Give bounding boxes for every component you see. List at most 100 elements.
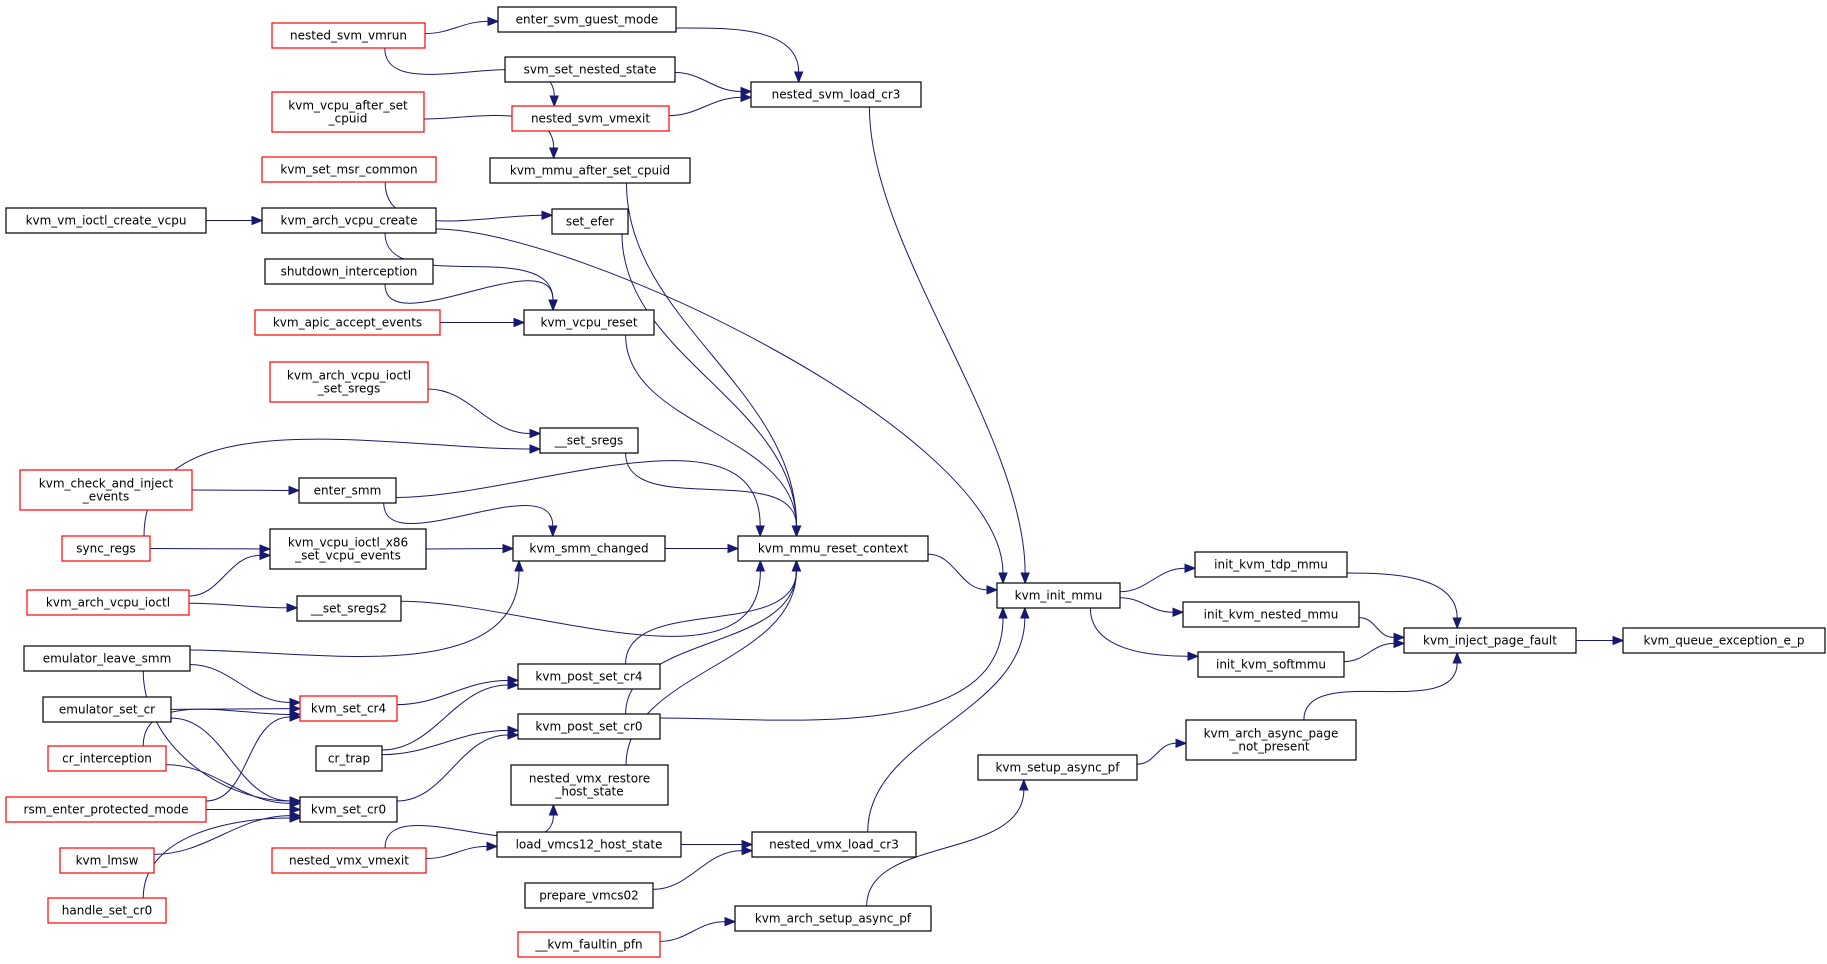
node-label: kvm_post_set_cr4	[535, 670, 642, 684]
node-init_kvm_tdp_mmu[interactable]: init_kvm_tdp_mmu	[1194, 551, 1348, 578]
node-box	[996, 582, 1121, 609]
edge-__kvm_faultin_pfn-to-kvm_arch_setup_async_pf	[659, 916, 737, 942]
node-nested_vmx_restore_host_state[interactable]: nested_vmx_restore_host_state	[510, 764, 669, 806]
node-box	[750, 81, 922, 108]
node-label: kvm_vcpu_after_set	[288, 99, 408, 113]
node-box	[1194, 551, 1348, 578]
node-label: kvm_post_set_cr0	[535, 720, 642, 734]
node-enter_svm_guest_mode[interactable]: enter_svm_guest_mode	[497, 6, 677, 33]
node-nested_vmx_load_cr3[interactable]: nested_vmx_load_cr3	[751, 831, 917, 858]
node-sync_regs[interactable]: sync_regs	[61, 535, 151, 562]
node-box	[1197, 651, 1345, 678]
edge-kvm_inject_page_fault-to-kvm_queue_exception_e_p	[1576, 635, 1625, 646]
node-label: nested_svm_vmrun	[290, 29, 407, 43]
node-kvm_vcpu_after_set_cpuid[interactable]: kvm_vcpu_after_set_cpuid	[271, 91, 425, 133]
edge-kvm_arch_vcpu_ioctl-to-kvm_vcpu_ioctl_x86_set_vcpu_events	[188, 550, 272, 597]
node-set_efer[interactable]: set_efer	[551, 208, 629, 235]
node-label: set_efer	[566, 215, 614, 229]
node-box	[511, 105, 670, 132]
node-box	[551, 208, 629, 235]
node-label: _events	[82, 490, 129, 504]
node-box	[504, 56, 676, 83]
node-kvm_inject_page_fault[interactable]: kvm_inject_page_fault	[1403, 627, 1577, 654]
node-kvm_mmu_reset_context[interactable]: kvm_mmu_reset_context	[737, 535, 929, 562]
node-nested_svm_load_cr3[interactable]: nested_svm_load_cr3	[750, 81, 922, 108]
node-shutdown_interception[interactable]: shutdown_interception	[264, 258, 434, 285]
node-kvm_check_and_inject_events[interactable]: kvm_check_and_inject_events	[19, 469, 193, 511]
node-__kvm_faultin_pfn[interactable]: __kvm_faultin_pfn	[517, 931, 661, 958]
node-svm_set_nested_state[interactable]: svm_set_nested_state	[504, 56, 676, 83]
edge-kvm_set_msr_common-to-set_efer	[384, 181, 554, 222]
node-label: handle_set_cr0	[62, 904, 152, 918]
node-kvm_arch_setup_async_pf[interactable]: kvm_arch_setup_async_pf	[734, 905, 932, 932]
node-kvm_mmu_after_set_cpuid[interactable]: kvm_mmu_after_set_cpuid	[489, 157, 691, 184]
node-kvm_lmsw[interactable]: kvm_lmsw	[59, 847, 155, 874]
node-kvm_set_cr0[interactable]: kvm_set_cr0	[299, 796, 398, 823]
node-init_kvm_softmmu[interactable]: init_kvm_softmmu	[1197, 651, 1345, 678]
node-rsm_enter_protected_mode[interactable]: rsm_enter_protected_mode	[5, 796, 207, 823]
node-nested_svm_vmrun[interactable]: nested_svm_vmrun	[271, 22, 426, 49]
edge-init_kvm_nested_mmu-to-kvm_inject_page_fault	[1358, 617, 1406, 643]
edge-kvm_arch_vcpu_ioctl_set_sregs-to-__set_sregs	[427, 388, 542, 439]
node-init_kvm_nested_mmu[interactable]: init_kvm_nested_mmu	[1182, 601, 1360, 628]
edge-set_efer-to-kvm_mmu_reset_context	[621, 233, 802, 538]
node-label: kvm_apic_accept_events	[273, 316, 422, 330]
node-kvm_arch_async_page_not_present[interactable]: kvm_arch_async_page_not_present	[1185, 719, 1357, 761]
node-prepare_vmcs02[interactable]: prepare_vmcs02	[524, 882, 654, 909]
node-kvm_post_set_cr4[interactable]: kvm_post_set_cr4	[517, 663, 661, 690]
node-label: kvm_arch_setup_async_pf	[755, 912, 912, 926]
edge-kvm_init_mmu-to-init_kvm_nested_mmu	[1119, 597, 1185, 617]
edge-prepare_vmcs02-to-nested_vmx_load_cr3	[652, 845, 754, 890]
edge-kvm_vm_ioctl_create_vcpu-to-kvm_arch_vcpu_create	[206, 215, 264, 226]
node-kvm_set_cr4[interactable]: kvm_set_cr4	[299, 695, 398, 722]
node-label: _host_state	[554, 785, 623, 799]
edge-kvm_mmu_reset_context-to-kvm_init_mmu	[927, 553, 999, 595]
node-label: nested_svm_load_cr3	[772, 88, 901, 102]
node-kvm_vm_ioctl_create_vcpu[interactable]: kvm_vm_ioctl_create_vcpu	[5, 207, 207, 234]
node-label: emulator_set_cr	[59, 703, 155, 717]
node-kvm_arch_vcpu_ioctl_set_sregs[interactable]: kvm_arch_vcpu_ioctl_set_sregs	[269, 361, 429, 403]
node-emulator_set_cr[interactable]: emulator_set_cr	[42, 696, 172, 723]
node-kvm_set_msr_common[interactable]: kvm_set_msr_common	[261, 156, 437, 183]
node-label: nested_svm_vmexit	[531, 112, 650, 126]
edge-nested_vmx_load_cr3-to-kvm_init_mmu	[867, 606, 1030, 833]
edge-init_kvm_softmmu-to-kvm_inject_page_fault	[1343, 638, 1406, 663]
node-cr_trap[interactable]: cr_trap	[315, 745, 383, 772]
node-nested_vmx_vmexit[interactable]: nested_vmx_vmexit	[271, 847, 427, 874]
node-kvm_vcpu_reset[interactable]: kvm_vcpu_reset	[523, 309, 655, 336]
node-kvm_vcpu_ioctl_x86_set_vcpu_events[interactable]: kvm_vcpu_ioctl_x86_set_vcpu_events	[269, 528, 427, 570]
edge-enter_svm_guest_mode-to-nested_svm_load_cr3	[675, 27, 804, 84]
edge-kvm_arch_setup_async_pf-to-kvm_setup_async_pf	[866, 778, 1029, 907]
node-kvm_setup_async_pf[interactable]: kvm_setup_async_pf	[977, 754, 1138, 781]
node-kvm_post_set_cr0[interactable]: kvm_post_set_cr0	[517, 713, 661, 740]
node-cr_interception[interactable]: cr_interception	[47, 745, 167, 772]
node-label: kvm_arch_vcpu_ioctl	[46, 596, 170, 610]
node-kvm_init_mmu[interactable]: kvm_init_mmu	[996, 582, 1121, 609]
node-box	[751, 831, 917, 858]
node-label: enter_svm_guest_mode	[516, 13, 659, 27]
node-__set_sregs[interactable]: __set_sregs	[539, 427, 639, 454]
node-box	[299, 695, 398, 722]
node-box	[517, 713, 661, 740]
node-handle_set_cr0[interactable]: handle_set_cr0	[47, 897, 167, 924]
node-label: kvm_set_msr_common	[280, 163, 417, 177]
node-box	[5, 796, 207, 823]
node-label: emulator_leave_smm	[43, 652, 172, 666]
node-load_vmcs12_host_state[interactable]: load_vmcs12_host_state	[496, 831, 682, 858]
node-box	[298, 477, 397, 504]
node-enter_smm[interactable]: enter_smm	[298, 477, 397, 504]
edge-kvm_init_mmu-to-init_kvm_softmmu	[1089, 607, 1200, 661]
node-nested_svm_vmexit[interactable]: nested_svm_vmexit	[511, 105, 670, 132]
node-emulator_leave_smm[interactable]: emulator_leave_smm	[23, 645, 191, 672]
node-kvm_arch_vcpu_ioctl[interactable]: kvm_arch_vcpu_ioctl	[26, 589, 190, 616]
node-box	[271, 91, 425, 133]
node-kvm_smm_changed[interactable]: kvm_smm_changed	[512, 535, 666, 562]
node-__set_sregs2[interactable]: __set_sregs2	[296, 595, 402, 622]
node-label: kvm_lmsw	[76, 854, 139, 868]
node-kvm_arch_vcpu_create[interactable]: kvm_arch_vcpu_create	[261, 207, 437, 234]
node-label: kvm_set_cr4	[311, 702, 386, 716]
edge-sync_regs-to-kvm_vcpu_ioctl_x86_set_vcpu_events	[149, 544, 272, 554]
node-box	[59, 847, 155, 874]
node-kvm_apic_accept_events[interactable]: kvm_apic_accept_events	[254, 309, 441, 336]
